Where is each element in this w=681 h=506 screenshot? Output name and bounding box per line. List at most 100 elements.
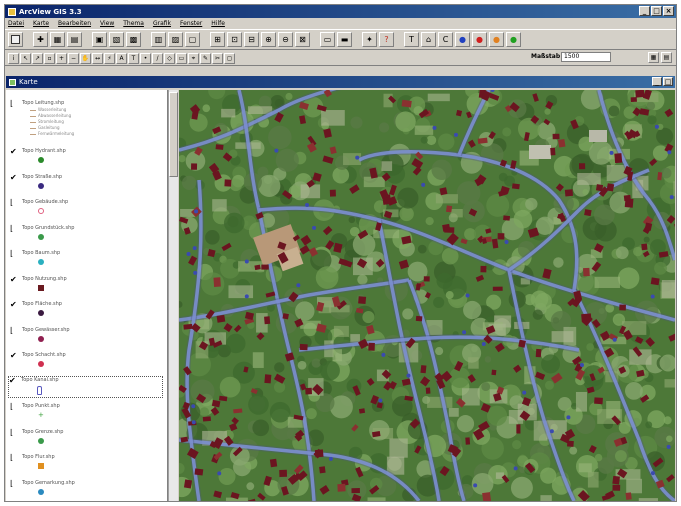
layer-checkbox[interactable]: ⌊ [10,453,14,462]
window-title: ArcView GIS 3.3 [19,7,82,16]
help-button[interactable]: ? [379,32,394,47]
hotlink-button[interactable]: ✦ [362,32,377,47]
layer-checkbox[interactable]: ⌊ [10,99,14,108]
zoom-out-tool[interactable]: − [68,52,79,64]
house-roof [415,151,424,160]
vertex-tool[interactable]: ↗ [32,52,43,64]
zoom-previous-button[interactable]: ⊠ [295,32,310,47]
menu-item[interactable]: Datei [8,20,25,27]
menu-item[interactable]: View [100,20,115,27]
zoom-selected-button[interactable]: ⊟ [244,32,259,47]
draw-point-tool[interactable]: • [140,52,151,64]
area-tool[interactable]: ◻ [224,52,235,64]
house-roof [404,395,414,402]
house-roof [567,440,574,447]
zoom-out-button[interactable]: ⊖ [278,32,293,47]
layer-checkbox[interactable]: ⌊ [10,325,14,335]
scale-input[interactable]: 1500 [561,52,611,62]
layer-checkbox[interactable]: ⌊ [10,198,14,207]
blue-dot-button[interactable]: ● [455,32,470,47]
edit-tool[interactable]: ✎ [200,52,211,64]
house-roof [618,366,627,374]
orange-dot-button[interactable]: ● [489,32,504,47]
add-theme-button[interactable]: ✚ [33,32,48,47]
tree-canopy [657,123,664,131]
layout-button[interactable]: ▭ [320,32,335,47]
layer-checkbox[interactable]: ✔ [10,274,17,284]
toc-scrollbar[interactable] [168,90,178,501]
house-roof [588,444,597,454]
house-roof [307,135,317,147]
minimize-button[interactable]: _ [639,6,650,16]
menu-item[interactable]: Thema [123,20,144,27]
tree-canopy [348,216,356,224]
split-tool[interactable]: ✂ [212,52,223,64]
layer-checkbox[interactable]: ⌊ [10,402,14,411]
pointer-tool[interactable]: ↖ [20,52,31,64]
overview-tool[interactable]: ▤ [661,52,672,63]
zoom-in-button[interactable]: ⊕ [261,32,276,47]
hotlink-tool[interactable]: ⚡ [104,52,115,64]
layer-checkbox[interactable]: ✔ [9,375,16,385]
draw-rect-tool[interactable]: ▭ [176,52,187,64]
layer-checkbox[interactable]: ⌊ [10,427,14,437]
zoom-in-tool[interactable]: + [56,52,67,64]
menu-item[interactable]: Grafik [152,20,171,27]
maximize-button[interactable]: □ [651,6,662,16]
theme-properties-button[interactable]: ▦ [50,32,65,47]
menu-item[interactable]: Hilfe [211,20,225,27]
tree-canopy [187,352,212,377]
measure-button[interactable]: C [438,32,453,47]
pan-tool[interactable]: ✋ [80,52,91,64]
print-button[interactable]: ▬ [337,32,352,47]
aerial-map[interactable] [179,90,675,501]
menu-item[interactable]: Fenster [180,20,203,27]
house-roof [527,227,540,238]
layer-checkbox[interactable]: ✔ [10,172,17,182]
layer-checkbox[interactable]: ⌊ [10,249,14,258]
red-dot-button[interactable]: ● [472,32,487,47]
find-button[interactable]: ▥ [151,32,166,47]
text-tool[interactable]: T [128,52,139,64]
query-button[interactable]: ▧ [109,32,124,47]
layer-row[interactable]: ✔Topo Kanal.shp [8,375,163,398]
draw-line-tool[interactable]: / [152,52,163,64]
tree-canopy [486,405,508,426]
green-dot-button[interactable]: ● [506,32,521,47]
house-roof [483,334,493,344]
zoom-full-button[interactable]: ⊞ [210,32,225,47]
layout-tool[interactable]: ▦ [648,52,659,63]
view-maximize-button[interactable]: □ [663,77,673,86]
tree-canopy [659,354,675,372]
legend-editor-button[interactable]: ▤ [67,32,82,47]
layer-checkbox[interactable]: ✔ [10,351,17,360]
locate-button[interactable]: ▩ [126,32,141,47]
snap-tool[interactable]: ⌖ [188,52,199,64]
measure-tool[interactable]: ↔ [92,52,103,64]
draw-polygon-tool[interactable]: ◇ [164,52,175,64]
layer-checkbox[interactable]: ✔ [10,147,17,156]
select-tool[interactable]: ▫ [44,52,55,64]
text-tool-button[interactable]: T [404,32,419,47]
layer-checkbox[interactable]: ⌊ [10,478,14,488]
layer-checkbox[interactable]: ✔ [10,300,17,309]
tree-canopy [402,308,414,320]
save-button[interactable] [8,32,23,47]
label-tool[interactable]: A [116,52,127,64]
menu-item[interactable]: Bearbeiten [58,20,92,27]
menu-item[interactable]: Karte [33,20,50,27]
close-button[interactable]: × [663,6,674,16]
view-minimize-button[interactable]: _ [652,77,662,86]
toc-scrollbar-thumb[interactable] [169,92,178,177]
identify-button[interactable]: ⌂ [421,32,436,47]
table-button[interactable]: ▣ [92,32,107,47]
layer-checkbox[interactable]: ⌊ [10,223,14,233]
clear-selection-button[interactable]: ▢ [185,32,200,47]
map-canvas[interactable] [179,90,675,501]
house-roof [183,479,193,489]
select-feature-button[interactable]: ▨ [168,32,183,47]
identify-tool[interactable]: i [8,52,19,64]
zoom-active-button[interactable]: ⊡ [227,32,242,47]
garden-plot [252,352,264,368]
